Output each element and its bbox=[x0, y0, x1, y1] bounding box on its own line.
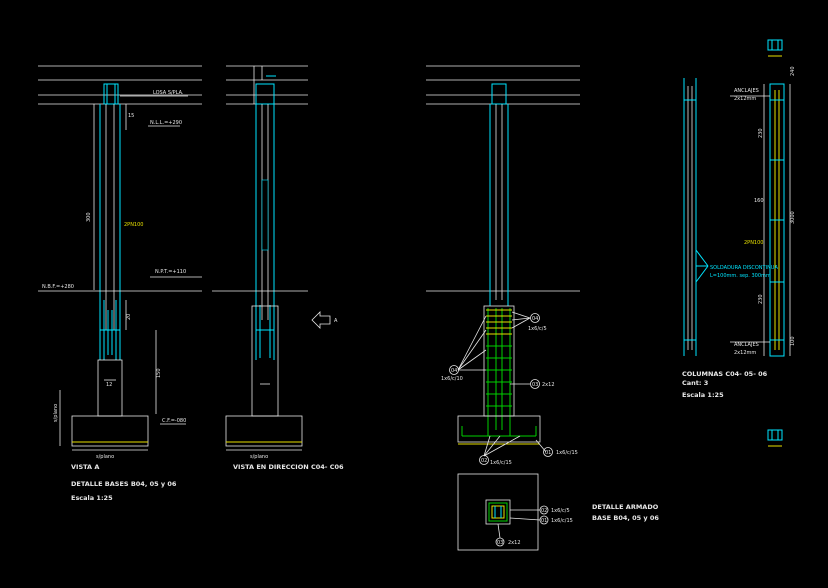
columnas-title: COLUMNAS C04- 05- 06 bbox=[682, 370, 768, 378]
cf-level-label: C.F.=-080 bbox=[162, 418, 186, 424]
footing-side-label: s/plano bbox=[53, 404, 59, 422]
anclaje-bot-label: ANCLAJES bbox=[734, 342, 759, 348]
plan-label-1: 1x6/c/5 bbox=[551, 508, 570, 514]
callout-04b-number: 04 bbox=[451, 368, 457, 374]
stirrups-lower bbox=[486, 345, 512, 407]
anclaje-top-label: ANCLAJES bbox=[734, 88, 759, 94]
plan-label-2: 1x6/c/15 bbox=[551, 518, 573, 524]
columnas-scale: Escala 1:25 bbox=[682, 391, 724, 399]
section-marker-letter: A bbox=[334, 318, 338, 324]
callout-04-label: 1x6/c/5 bbox=[528, 326, 547, 332]
vista-a-subtitle: DETALLE BASES B04, 05 y 06 bbox=[71, 480, 177, 488]
dim-2: 230 bbox=[758, 128, 764, 138]
columnas-quantity: Cant: 3 bbox=[682, 379, 708, 387]
dim-anchor: 20 bbox=[126, 314, 132, 320]
anclaje-bot-detail: 2x12mm bbox=[734, 350, 756, 356]
stirrups-top bbox=[486, 309, 512, 335]
npt-level-label: N.P.T.=+110 bbox=[155, 269, 186, 275]
vista-direccion-view: s/plano VISTA EN DIRECCION C04- C06 bbox=[212, 65, 344, 471]
column-profile-label: 2PN100 bbox=[124, 222, 143, 228]
dim-pedestal: 12 bbox=[106, 382, 112, 388]
dim-4: 230 bbox=[758, 294, 764, 304]
dim-right: 150 bbox=[156, 368, 162, 378]
footing-width-label-2: s/plano bbox=[250, 454, 268, 460]
soldadura-label: SOLDADURA DISCONTINUA bbox=[710, 265, 778, 271]
dim-column: 300 bbox=[86, 212, 92, 222]
detalle-armado-view: 04 1x6/c/5 04 1x6/c/10 03 2x12 02 1x6/c/… bbox=[426, 65, 659, 551]
section-marker: A bbox=[311, 311, 338, 329]
dim-top: 15 bbox=[128, 113, 134, 119]
soldadura-detail: L=100mm. sep. 300mm bbox=[710, 273, 771, 279]
perfil-label: 2PN100 bbox=[744, 240, 763, 246]
footing-width-label: s/plano bbox=[96, 454, 114, 460]
callout-02-label: 1x6/c/15 bbox=[490, 460, 512, 466]
callout-03-number: 03 bbox=[532, 382, 538, 388]
nll-level-label: N.L.L.=+290 bbox=[150, 120, 182, 126]
callout-02-number: 02 bbox=[481, 458, 487, 464]
columnas-view: ANCLAJES 2x12mm ANCLAJES 2x12mm SOLDADUR… bbox=[682, 39, 796, 447]
plan-label-3: 2x12 bbox=[508, 540, 521, 546]
anclaje-top-detail: 2x12mm bbox=[734, 96, 756, 102]
dim-3: 160 bbox=[754, 198, 764, 204]
vista-a-title: VISTA A bbox=[71, 463, 99, 471]
callout-04-number: 04 bbox=[532, 316, 538, 322]
losa-label: LOSA S/PLA. bbox=[153, 90, 184, 96]
plan-callout-2: 01 bbox=[541, 518, 547, 524]
dim-total: 3000 bbox=[790, 211, 796, 224]
dim-1: 240 bbox=[790, 66, 796, 76]
armado-title: DETALLE ARMADO bbox=[592, 503, 659, 511]
vista-a-view: LOSA S/PLA. N.L.L.=+290 N.P.T.=+110 N.B.… bbox=[38, 65, 202, 502]
callout-04b-label: 1x6/c/10 bbox=[441, 376, 463, 382]
dim-5: 100 bbox=[790, 336, 796, 346]
callout-03-label: 2x12 bbox=[542, 382, 555, 388]
armado-subtitle: BASE B04, 05 y 06 bbox=[592, 514, 659, 522]
plan-callout-3: 03 bbox=[497, 540, 503, 546]
nbf-level-label: N.B.F.=+280 bbox=[42, 284, 74, 290]
vista-direccion-title: VISTA EN DIRECCION C04- C06 bbox=[233, 463, 344, 471]
callout-01-number: 01 bbox=[545, 450, 551, 456]
callout-01-label: 1x6/c/15 bbox=[556, 450, 578, 456]
vista-a-scale: Escala 1:25 bbox=[71, 494, 113, 502]
plan-callout-1: 02 bbox=[541, 508, 547, 514]
